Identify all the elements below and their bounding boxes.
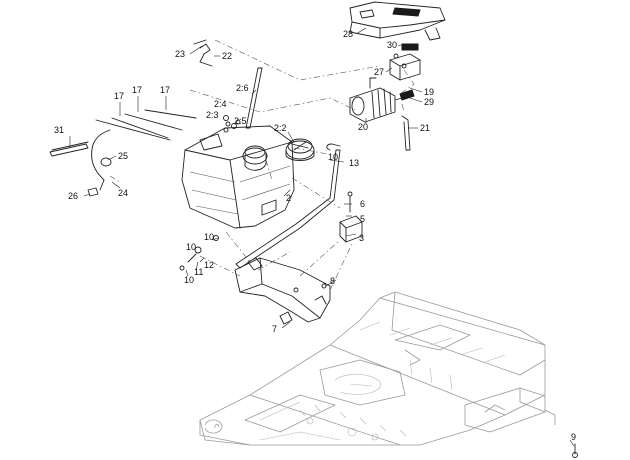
callout-17a: 17 — [114, 91, 124, 101]
callout-26: 26 — [68, 191, 78, 201]
callout-23: 23 — [175, 49, 185, 59]
callout-2: 2 — [286, 193, 291, 203]
callout-30: 30 — [387, 40, 397, 50]
callout-10c: 10 — [186, 242, 196, 252]
callout-9: 9 — [571, 432, 576, 442]
callout-2-6: 2:6 — [236, 83, 249, 93]
vent-tube — [245, 67, 263, 129]
fuel-line — [235, 143, 341, 269]
fuel-pump — [349, 77, 415, 123]
callout-10d: 10 — [184, 275, 194, 285]
callout-24: 24 — [118, 188, 128, 198]
callout-7: 7 — [272, 324, 277, 334]
callout-8: 8 — [330, 276, 335, 286]
fuel-tank — [181, 119, 295, 229]
callout-28: 28 — [343, 29, 353, 39]
callout-22: 22 — [222, 51, 232, 61]
hardware-top — [223, 115, 237, 133]
assembly-lines — [109, 39, 415, 291]
callout-10b: 10 — [204, 232, 214, 242]
callout-17c: 17 — [160, 85, 170, 95]
cables-17 — [95, 109, 197, 141]
callout-6: 6 — [360, 199, 365, 209]
fuel-tube — [401, 115, 411, 151]
callout-29: 29 — [424, 97, 434, 107]
mower-frame — [199, 291, 556, 446]
callout-12: 12 — [204, 260, 214, 270]
callout-10a: 10 — [328, 152, 338, 162]
callout-25: 25 — [118, 151, 128, 161]
callout-2-5: 2:5 — [234, 116, 247, 126]
tank-mount-plate — [234, 257, 331, 325]
callout-13: 13 — [349, 158, 359, 168]
callout-5: 5 — [360, 214, 365, 224]
bolt-9 — [572, 443, 578, 458]
callout-31: 31 — [54, 125, 64, 135]
callout-20: 20 — [358, 122, 368, 132]
callout-11: 11 — [194, 267, 203, 277]
callout-2-3: 2:3 — [206, 110, 219, 120]
leader-lines — [69, 27, 575, 447]
callout-17b: 17 — [132, 85, 142, 95]
bracket-27 — [389, 53, 421, 81]
clamp-22 — [193, 39, 213, 67]
hose-assembly — [49, 129, 112, 197]
callout-2-4: 2:4 — [214, 99, 227, 109]
callout-2-2: 2:2 — [274, 123, 287, 133]
callout-labels: 28 30 27 19 29 20 21 23 22 2:6 2:4 2:3 2… — [54, 29, 576, 442]
callout-3: 3 — [359, 233, 364, 243]
callout-19: 19 — [424, 87, 434, 97]
callout-27: 27 — [374, 67, 384, 77]
hardware-left — [179, 235, 219, 271]
callout-21: 21 — [420, 123, 430, 133]
seat-panel — [349, 1, 446, 51]
fuel-cap — [285, 138, 315, 161]
